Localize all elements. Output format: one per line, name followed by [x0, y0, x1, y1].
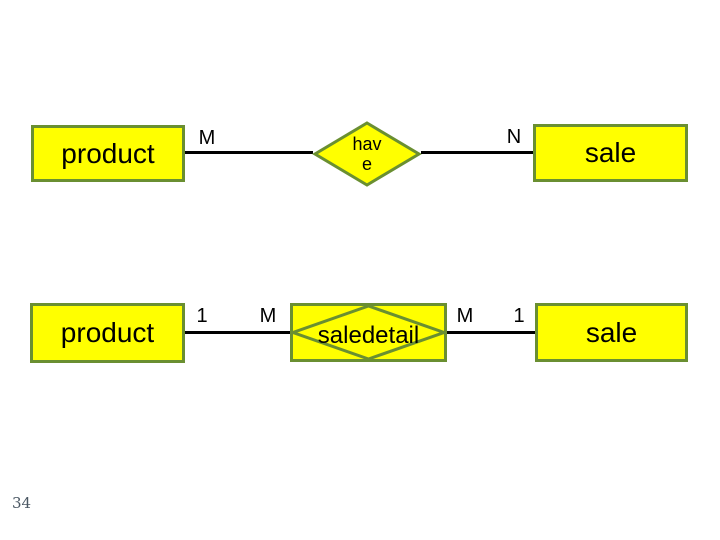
connector-top-left [185, 151, 313, 154]
entity-sale-top: sale [533, 124, 688, 182]
cardinality-1-bottom-left: 1 [196, 305, 208, 327]
entity-product-bottom: product [30, 303, 185, 363]
relationship-have-line1: hav [352, 134, 382, 154]
slide-number: 34 [12, 494, 32, 512]
entity-product-top-label: product [61, 137, 155, 169]
connector-bottom-left [185, 331, 290, 334]
associative-entity-saledetail-label: saledetail [317, 321, 420, 349]
cardinality-n-top-right: N [506, 126, 522, 148]
connector-top-right [421, 151, 533, 154]
entity-sale-bottom-label: sale [585, 316, 638, 348]
relationship-have-line2: e [361, 154, 372, 174]
cardinality-m-bottom-left: M [259, 305, 277, 327]
diamond-shape [312, 121, 422, 187]
cardinality-1-bottom-right: 1 [513, 305, 525, 327]
associative-diamond-shape [293, 306, 444, 359]
entity-product-bottom-label: product [60, 317, 155, 348]
entity-sale-top-label: sale [584, 137, 637, 168]
cardinality-m-bottom-right: M [456, 305, 474, 327]
cardinality-m-top-left: M [198, 127, 216, 149]
entity-sale-bottom: sale [535, 303, 688, 362]
connector-bottom-right [447, 331, 535, 334]
relationship-have-label: hav e [312, 121, 422, 187]
associative-entity-saledetail: saledetail [290, 303, 447, 362]
entity-product-top: product [31, 125, 185, 182]
relationship-have-diamond: hav e [312, 121, 422, 187]
